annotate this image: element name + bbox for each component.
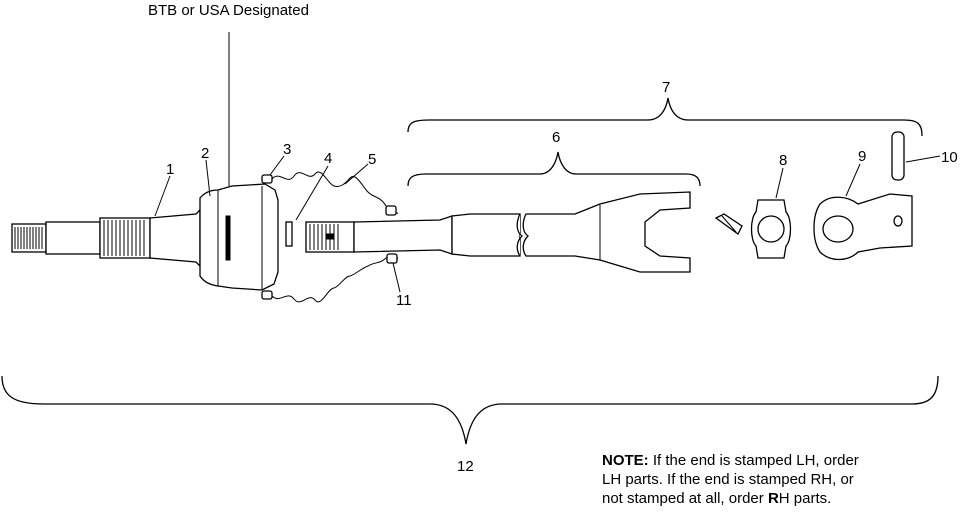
stamping-note: NOTE: If the end is stamped LH, order LH…	[602, 451, 952, 508]
cv-housing-part	[199, 183, 279, 291]
grease-fitting-part	[714, 213, 743, 235]
boot-clamp-bottom	[261, 290, 273, 300]
header-label: BTB or USA Designated	[148, 2, 309, 19]
brace-7	[407, 97, 923, 137]
note-line3-pre: not stamped at all, order	[602, 490, 768, 507]
callout-8: 8	[779, 152, 787, 169]
note-line1-text: If the end is stamped LH, order	[648, 452, 859, 469]
u-joint-cross-part	[750, 199, 792, 259]
callout-6: 6	[552, 129, 560, 146]
note-line-1: NOTE: If the end is stamped LH, order	[602, 451, 952, 470]
cv-boot-part	[271, 171, 399, 214]
propshaft-part	[305, 191, 691, 273]
note-line-2: LH parts. If the end is stamped RH, or	[602, 471, 854, 488]
callout-1: 1	[166, 161, 174, 178]
callout-10: 10	[941, 149, 958, 166]
callout-2: 2	[201, 145, 209, 162]
brace-6	[407, 151, 701, 187]
boot-clamp-top	[261, 174, 273, 184]
retaining-ring-part	[285, 221, 293, 247]
note-line3-post: H parts.	[778, 490, 832, 507]
callout-12: 12	[457, 458, 474, 475]
note-lead: NOTE:	[602, 452, 649, 469]
small-clamp-bottom	[386, 253, 398, 264]
callout-3: 3	[283, 141, 291, 158]
callout-4: 4	[324, 150, 332, 167]
brace-12	[1, 375, 939, 445]
callout-5: 5	[368, 151, 376, 168]
stub-shaft-part	[11, 208, 201, 268]
roll-pin-part	[891, 131, 905, 181]
leader-lines	[154, 155, 941, 293]
callout-9: 9	[858, 148, 866, 165]
note-line3-bold: R	[767, 490, 779, 507]
callout-7: 7	[662, 79, 670, 96]
small-clamp-top	[385, 205, 397, 216]
callout-11: 11	[396, 292, 412, 309]
note-line-3: not stamped at all, order RH parts.	[602, 489, 952, 508]
yoke-part	[813, 193, 913, 261]
